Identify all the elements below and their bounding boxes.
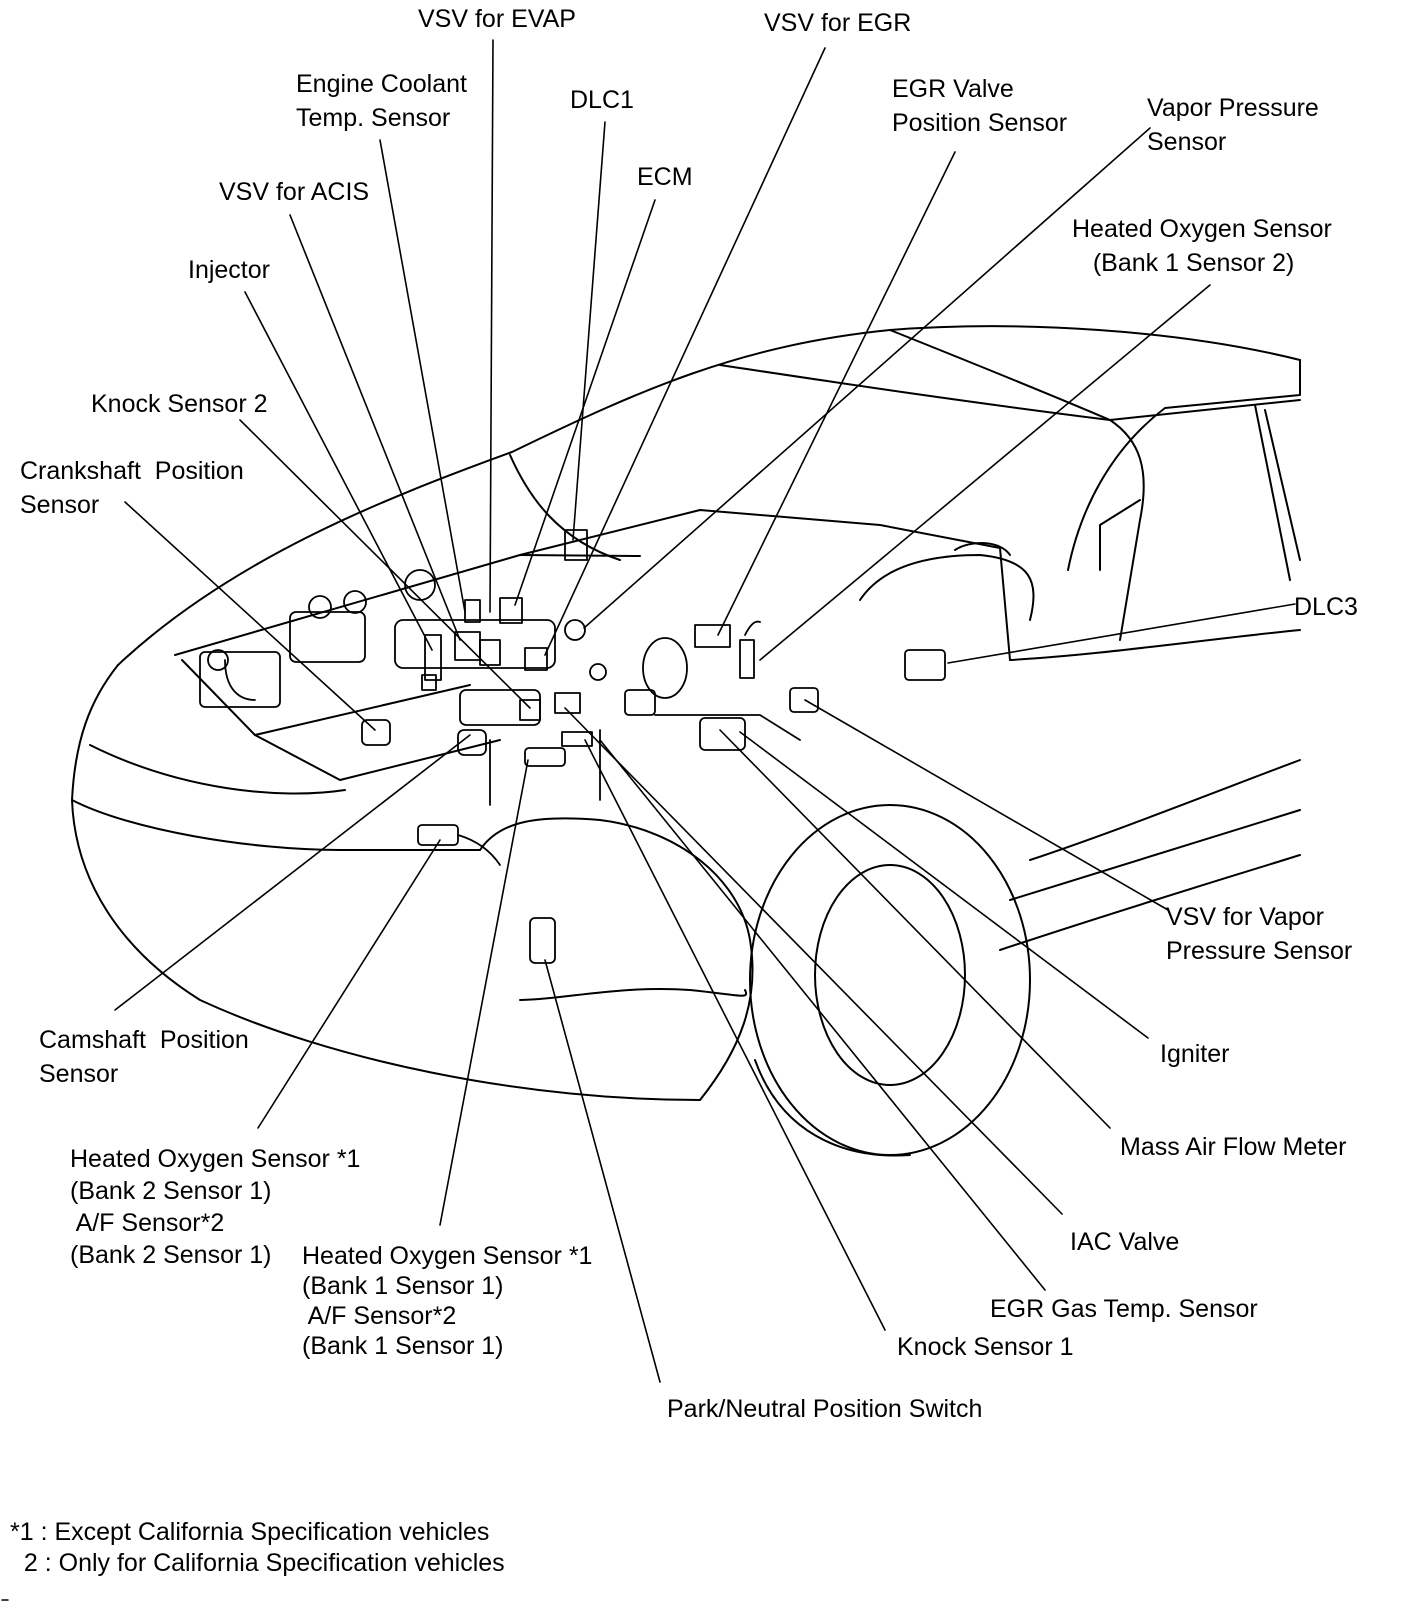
leader-iac xyxy=(564,707,1063,1215)
leader-heated-o2-bank2 xyxy=(257,839,441,1129)
label-knock-sensor-2: Knock Sensor 2 xyxy=(91,390,268,418)
leader-vapor-pressure xyxy=(583,127,1151,629)
leader-egr-gas-temp xyxy=(599,739,1046,1291)
leader-dlc1 xyxy=(572,121,606,541)
label-vsv-for-egr: VSV for EGR xyxy=(764,9,912,37)
car-body xyxy=(71,325,1301,1157)
leader-camshaft xyxy=(114,734,471,1011)
leader-igniter xyxy=(739,731,1149,1039)
label-igniter: Igniter xyxy=(1160,1040,1230,1068)
label-iac-valve: IAC Valve xyxy=(1070,1228,1180,1256)
label-dlc1: DLC1 xyxy=(570,86,634,114)
footnote-1: *1 : Except California Specification veh… xyxy=(10,1518,490,1546)
leader-vsv-acis xyxy=(289,214,461,641)
label-vsv-for-evap: VSV for EVAP xyxy=(418,5,576,33)
label-heated-oxygen-sensor-bank2: Heated Oxygen Sensor *1 (Bank 2 Sensor 1… xyxy=(70,1145,361,1269)
leader-vsv-vapor xyxy=(804,699,1169,911)
label-vsv-for-vapor-pressure-sensor: VSV for Vapor Pressure Sensor xyxy=(1166,903,1353,965)
leader-ecm xyxy=(514,199,656,606)
leader-heated-o2-b1s2 xyxy=(759,284,1211,661)
leader-dlc3 xyxy=(947,603,1296,664)
label-egr-valve-position-sensor: EGR Valve Position Sensor xyxy=(892,75,1068,137)
footnotes: *1 : Except California Specification veh… xyxy=(10,1517,505,1579)
leader-maf xyxy=(719,729,1111,1129)
leader-knock-sensor-2 xyxy=(239,419,531,709)
leader-engine-coolant xyxy=(379,139,466,613)
leader-lines xyxy=(114,39,1296,1383)
label-injector: Injector xyxy=(188,256,270,284)
label-camshaft-position-sensor: Camshaft Position Sensor xyxy=(39,1026,249,1088)
leader-vsv-egr xyxy=(544,47,826,656)
label-mass-air-flow-meter: Mass Air Flow Meter xyxy=(1120,1133,1347,1161)
label-crankshaft-position-sensor: Crankshaft Position Sensor xyxy=(20,457,244,519)
leader-injector xyxy=(244,291,433,651)
leader-vsv-evap xyxy=(489,39,494,613)
label-park-neutral-position-switch: Park/Neutral Position Switch xyxy=(667,1395,983,1423)
leader-heated-o2-bank1 xyxy=(439,759,529,1226)
label-knock-sensor-1: Knock Sensor 1 xyxy=(897,1333,1074,1361)
leader-park-neutral xyxy=(544,959,661,1383)
label-engine-coolant-temp-sensor: Engine Coolant Temp. Sensor xyxy=(296,70,467,132)
label-egr-gas-temp-sensor: EGR Gas Temp. Sensor xyxy=(990,1295,1258,1323)
leader-knock-sensor-1 xyxy=(584,739,886,1331)
leader-crankshaft xyxy=(124,501,376,731)
footnote-2: 2 : Only for California Specification ve… xyxy=(10,1549,505,1577)
label-dlc3: DLC3 xyxy=(1294,593,1358,621)
engine-components xyxy=(199,529,946,964)
label-ecm: ECM xyxy=(637,163,693,191)
label-heated-oxygen-sensor-b1s2: Heated Oxygen Sensor (Bank 1 Sensor 2) xyxy=(1072,215,1332,277)
label-vsv-for-acis: VSV for ACIS xyxy=(219,178,370,206)
label-vapor-pressure-sensor: Vapor Pressure Sensor xyxy=(1147,94,1319,156)
label-heated-oxygen-sensor-bank1: Heated Oxygen Sensor *1 (Bank 1 Sensor 1… xyxy=(302,1242,593,1360)
leader-egr-valve xyxy=(717,151,956,636)
